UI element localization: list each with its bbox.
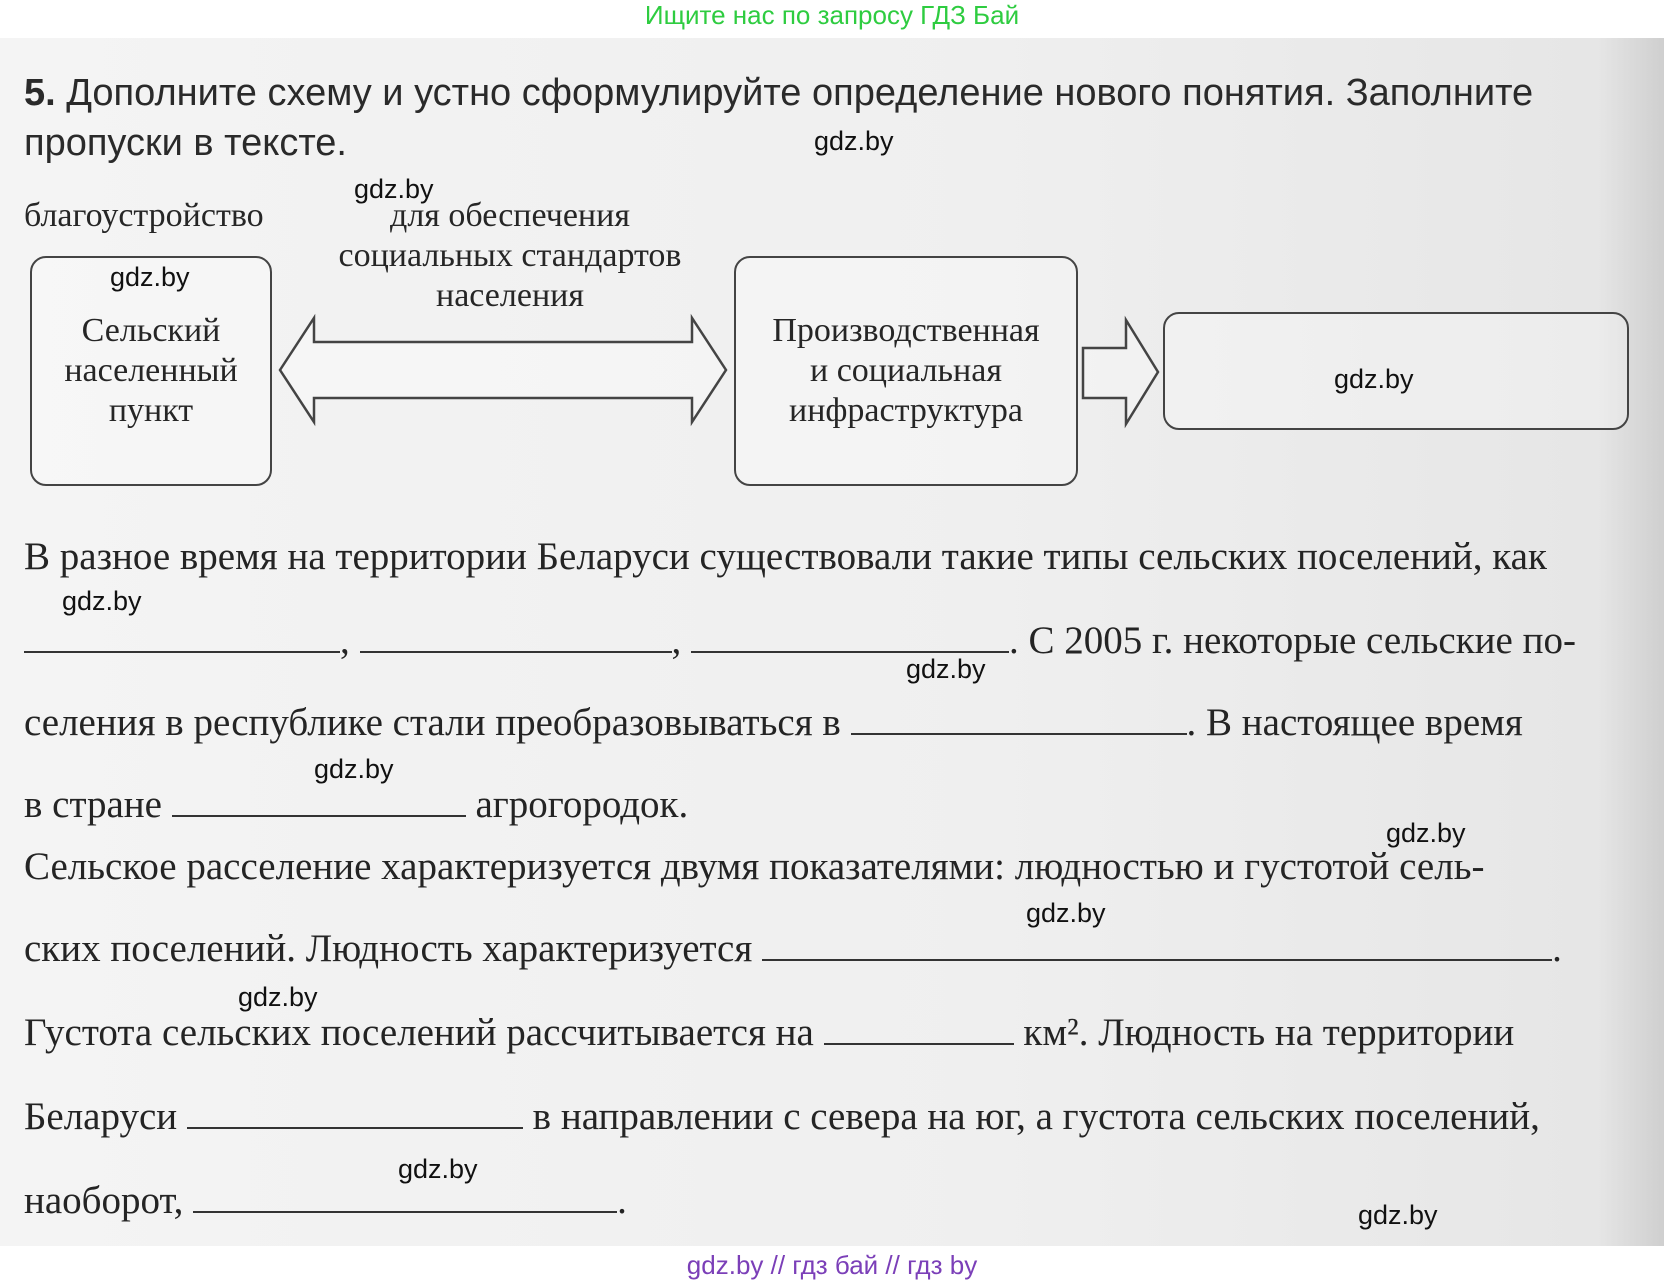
text-line-6-head: ских поселений. Людность характеризуется xyxy=(24,927,753,970)
text-line-5: Сельское расселение характеризуется двум… xyxy=(24,845,1485,888)
box-infrastructure: Производственная и социальная инфраструк… xyxy=(734,256,1078,486)
blank-3[interactable] xyxy=(691,650,1009,653)
text-line-4-tail: агрогородок. xyxy=(475,783,689,826)
blank-2[interactable] xyxy=(359,650,672,653)
text-line-2: , , . С 2005 г. некоторые сельские по- xyxy=(24,616,1576,666)
watermark: gdz.by xyxy=(1358,1200,1438,1230)
blank-8[interactable] xyxy=(186,1126,523,1129)
watermark: gdz.by xyxy=(238,982,318,1012)
text-line-7-head: Густота сельских поселений рассчитываетс… xyxy=(24,1011,814,1054)
blank-9[interactable] xyxy=(193,1210,618,1213)
text-line-9-tail: . xyxy=(617,1179,627,1222)
watermark: gdz.by xyxy=(906,654,986,684)
watermark: gdz.by xyxy=(62,586,142,616)
label-line-2: социальных стандартов xyxy=(338,237,682,274)
watermark: gdz.by xyxy=(814,126,894,156)
blank-7[interactable] xyxy=(823,1042,1014,1045)
box1-line-1: Сельский xyxy=(81,312,221,349)
double-arrow xyxy=(278,313,728,427)
task-text: Дополните схему и устно сформулируйте оп… xyxy=(24,72,1534,164)
task-number: 5. xyxy=(24,72,56,114)
blank-6[interactable] xyxy=(762,958,1553,961)
blank-1[interactable] xyxy=(24,650,340,653)
watermark: gdz.by xyxy=(1334,364,1414,394)
text-line-9-head: наоборот, xyxy=(24,1179,184,1222)
text-line-4: в стране агрогородок. xyxy=(24,780,688,830)
text-line-9: наоборот, . xyxy=(24,1176,627,1226)
watermark: gdz.by xyxy=(1026,898,1106,928)
right-arrow xyxy=(1081,315,1160,429)
blank-5[interactable] xyxy=(171,814,466,817)
box-empty-answer[interactable] xyxy=(1163,312,1629,430)
blank-4[interactable] xyxy=(850,732,1187,735)
label-improvement: благоустройство xyxy=(24,197,264,234)
watermark: gdz.by xyxy=(1386,818,1466,848)
text-line-4-head: в стране xyxy=(24,783,162,826)
text-line-2-tail: . С 2005 г. некоторые сельские по- xyxy=(1009,619,1576,662)
box1-line-3: пункт xyxy=(108,392,194,429)
task-heading: 5. Дополните схему и устно сформулируйте… xyxy=(24,68,1624,168)
text-line-3-tail: . В настоящее время xyxy=(1186,701,1523,744)
watermark: gdz.by xyxy=(398,1154,478,1184)
box-rural-settlement: Сельский населенный пункт xyxy=(30,256,272,486)
watermark: gdz.by xyxy=(314,754,394,784)
watermark: gdz.by xyxy=(354,174,434,204)
box2-line-3: инфраструктура xyxy=(789,392,1023,429)
comma-1: , xyxy=(340,619,350,662)
text-line-6-tail: . xyxy=(1552,927,1562,970)
text-line-6: ских поселений. Людность характеризуется… xyxy=(24,924,1562,974)
text-line-8-head: Беларуси xyxy=(24,1095,178,1138)
bottom-banner: gdz.by // гдз бай // гдз by xyxy=(686,1250,978,1280)
label-social-standards: для обеспечения социальных стандартов на… xyxy=(300,196,720,316)
label-line-3: населения xyxy=(436,277,584,314)
text-line-3-head: селения в республике стали преобразовыва… xyxy=(24,701,841,744)
text-line-8: Беларуси в направлении с севера на юг, а… xyxy=(24,1092,1540,1142)
text-line-8-tail: в направлении с севера на юг, а густота … xyxy=(532,1095,1540,1138)
text-line-1: В разное время на территории Беларуси су… xyxy=(24,535,1547,578)
text-line-7-tail: км². Людность на территории xyxy=(1023,1011,1515,1054)
watermark: gdz.by xyxy=(110,262,190,292)
box2-line-2: и социальная xyxy=(810,352,1002,389)
label-line-1: для обеспечения xyxy=(390,197,630,234)
box2-line-1: Производственная xyxy=(772,312,1040,349)
text-line-7: Густота сельских поселений рассчитываетс… xyxy=(24,1008,1514,1058)
top-banner: Ищите нас по запросу ГДЗ Бай xyxy=(644,0,1020,30)
box1-line-2: населенный xyxy=(64,352,238,389)
comma-2: , xyxy=(671,619,682,662)
text-line-3: селения в республике стали преобразовыва… xyxy=(24,698,1523,748)
